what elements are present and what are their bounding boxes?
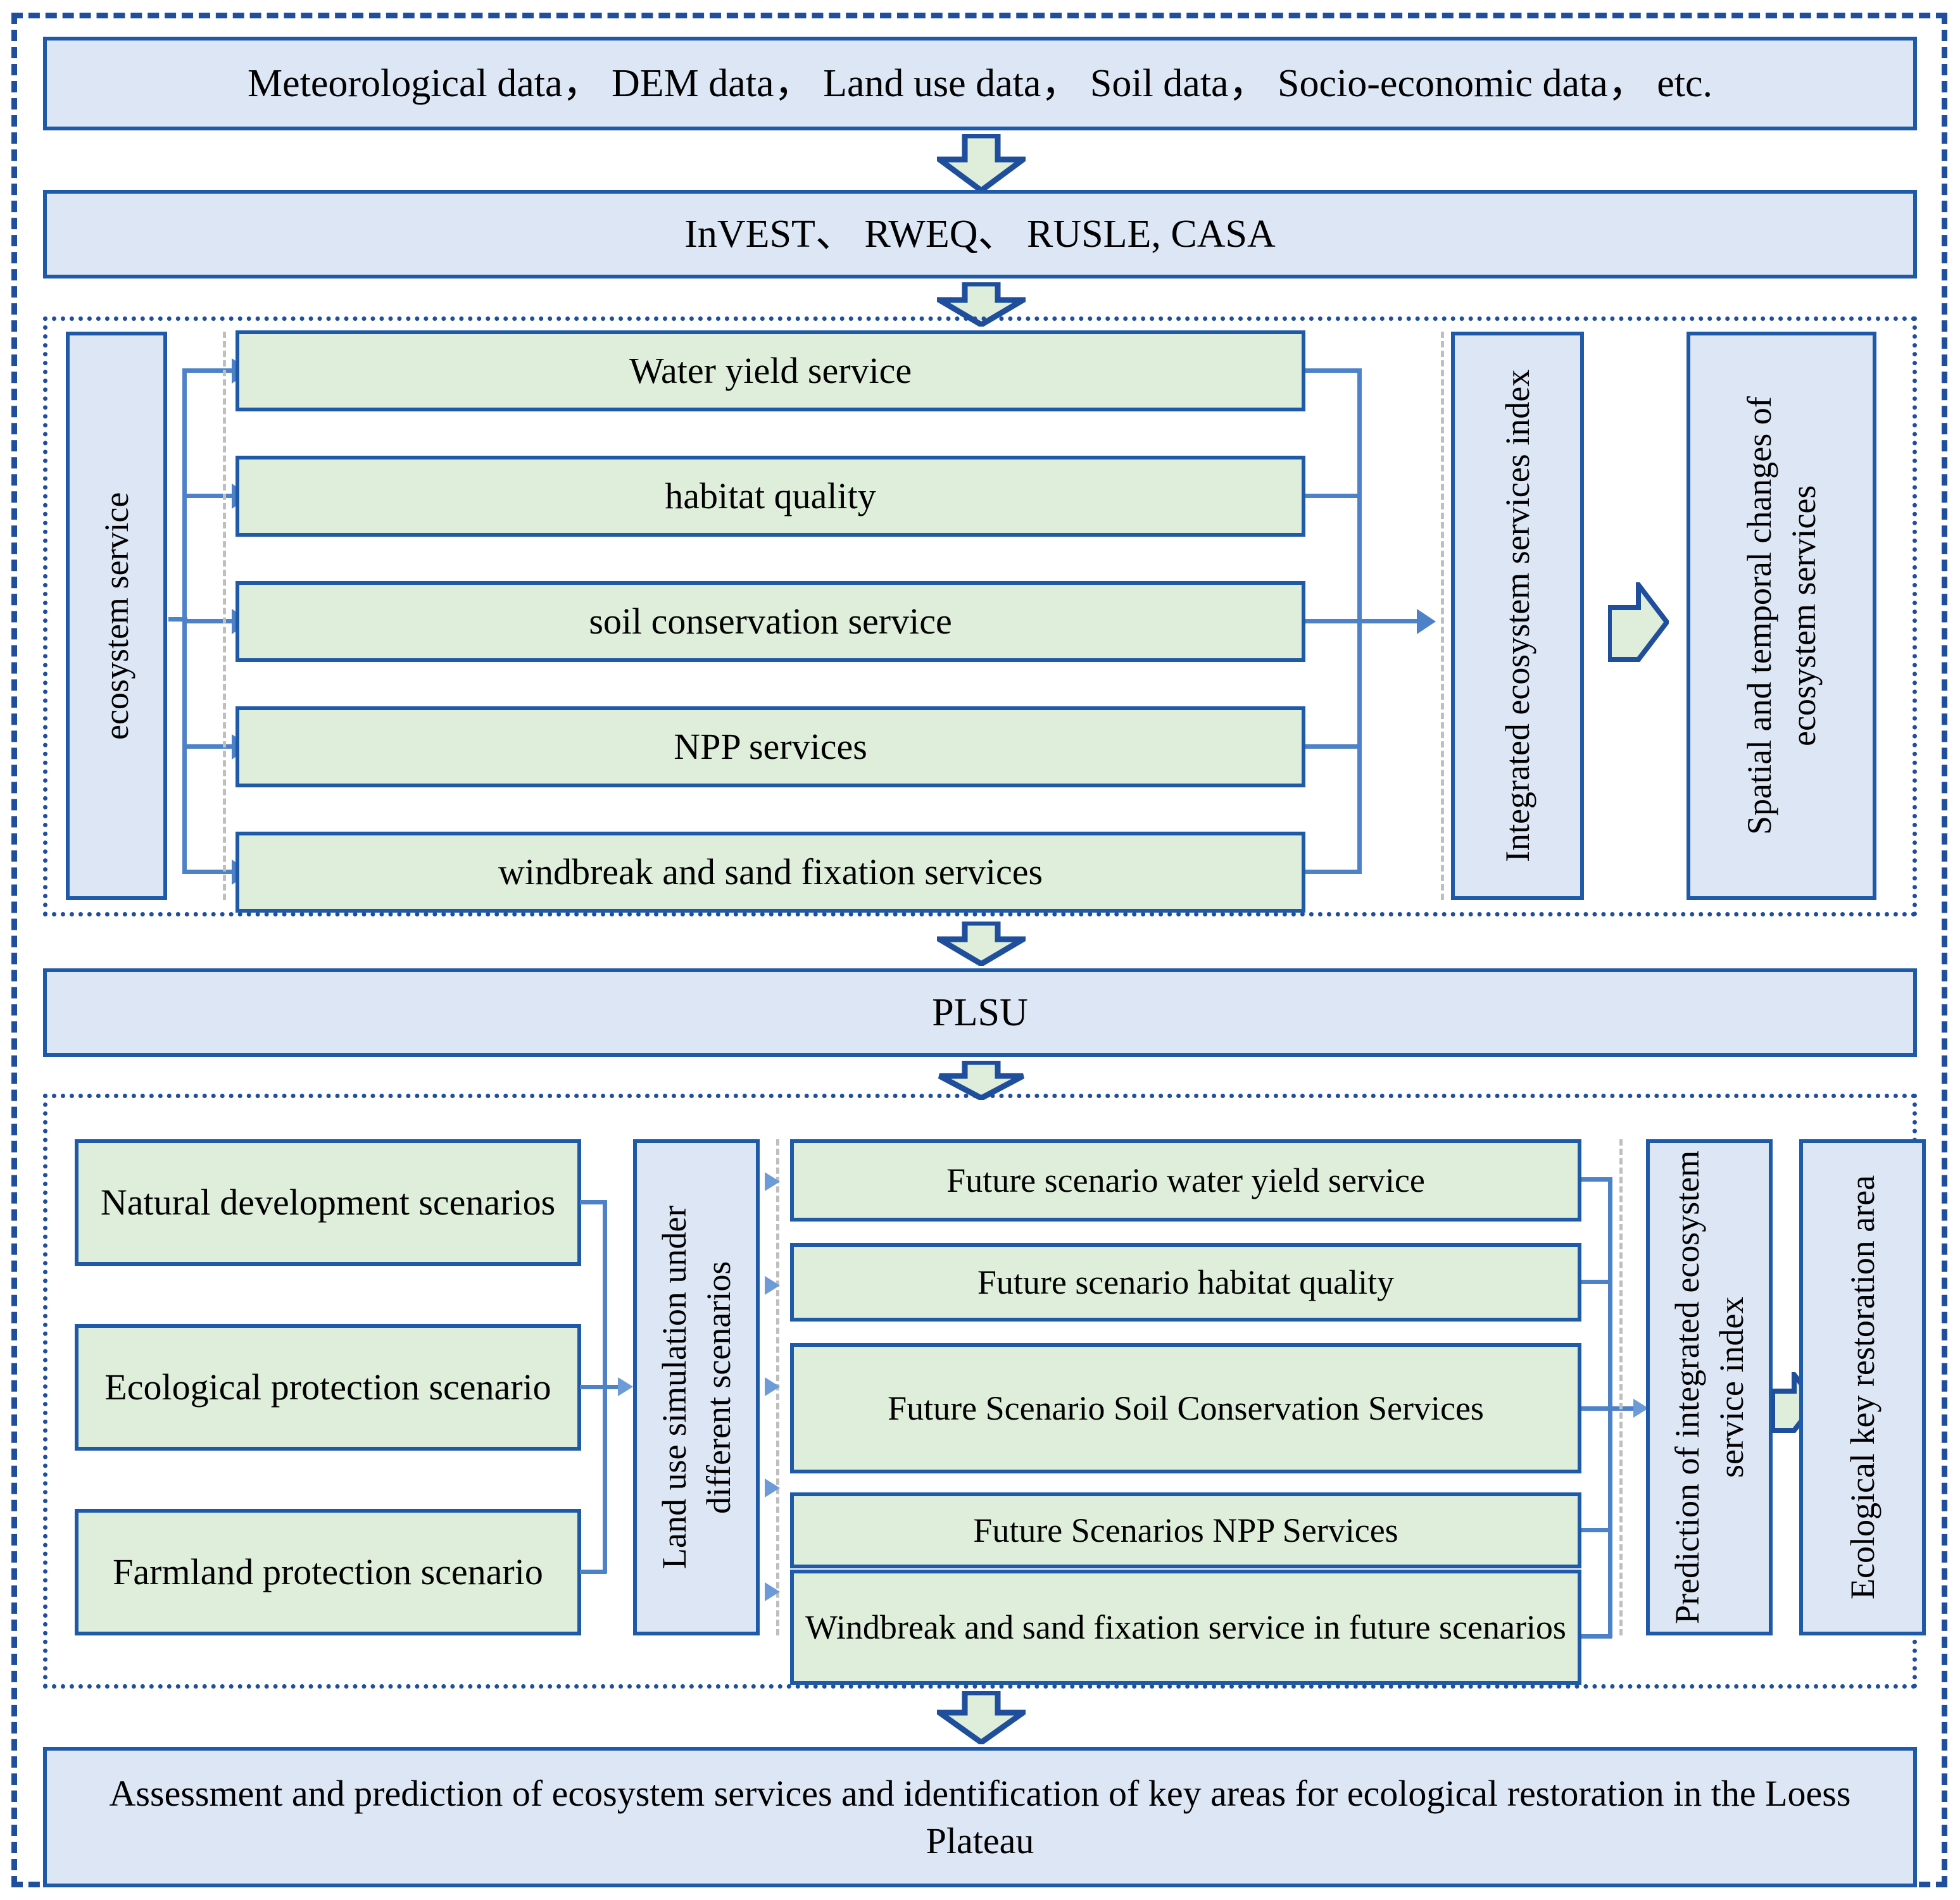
key-restoration-area-box: Ecological key restoration area: [1799, 1139, 1926, 1635]
prediction-index-box: Prediction of integrated ecosystem servi…: [1646, 1139, 1773, 1635]
right-block-arrow-icon: [1608, 582, 1669, 662]
merge-out-line: [1357, 619, 1421, 623]
service-box: habitat quality: [236, 456, 1305, 537]
service-label: soil conservation service: [589, 601, 952, 642]
scenario-line2: scenario: [429, 1366, 551, 1408]
column-divider-right: [1441, 332, 1447, 900]
merge-stub: [1305, 619, 1361, 623]
branch-stub: [182, 494, 234, 498]
right-line-arrow-icon: [1417, 609, 1436, 634]
spatiotemporal-line1: Spatial and temporal: [1740, 552, 1778, 835]
future-merge-stub: [1581, 1634, 1612, 1639]
scenario-line1: Ecological protection: [104, 1366, 420, 1408]
down-block-arrow-icon: [937, 1691, 1026, 1744]
scenario-line1: Farmland protection: [113, 1551, 412, 1593]
right-line-arrow-icon: [618, 1377, 633, 1396]
branch-stub: [182, 744, 234, 749]
spatiotemporal-line3: services: [1785, 485, 1823, 596]
models-text: InVEST、 RWEQ、 RUSLE, CASA: [684, 212, 1276, 256]
column-divider-left: [223, 332, 229, 900]
future-service-box: Future scenario habitat quality: [790, 1243, 1581, 1322]
down-block-arrow-icon: [937, 282, 1026, 327]
conclusion-line1: Assessment and prediction of ecosystem s…: [109, 1772, 1338, 1814]
models-box: InVEST、 RWEQ、 RUSLE, CASA: [43, 190, 1917, 278]
merge-stub: [1305, 870, 1361, 874]
service-label: windbreak and sand fixation services: [498, 851, 1043, 893]
down-block-arrow-icon: [937, 922, 1026, 966]
integrated-index-line2: services index: [1498, 369, 1536, 565]
scenario-merge-stub: [580, 1385, 606, 1389]
conclusion-line2: ecological restoration in the Loess Plat…: [926, 1772, 1851, 1861]
service-box: windbreak and sand fixation services: [236, 832, 1305, 913]
scenario-box: Ecological protection scenario: [75, 1324, 581, 1451]
scenario-line2: scenario: [420, 1551, 543, 1593]
right-line-arrow-icon: [765, 1377, 780, 1396]
scenario-box: Natural development scenarios: [75, 1139, 581, 1266]
ecosystem-service-driver-label: ecosystem service: [97, 492, 135, 740]
branch-stub: [182, 870, 234, 874]
future-service-line1: Future Scenario Soil Conservation: [888, 1389, 1360, 1427]
land-use-simulation-box: Land use simulation under different scen…: [633, 1139, 760, 1635]
prediction-line1: Prediction of integrated: [1668, 1301, 1706, 1625]
branch-stub: [182, 368, 234, 373]
service-label: habitat quality: [665, 475, 876, 517]
future-service-line1: Future scenario habitat quality: [977, 1263, 1395, 1301]
future-service-line2: Services: [1367, 1389, 1484, 1427]
branch-stub: [182, 619, 234, 623]
key-area-line2: restoration area: [1843, 1175, 1881, 1387]
data-sources-box: Meteorological data， DEM data， Land use …: [43, 37, 1917, 130]
down-block-arrow-icon: [937, 134, 1026, 192]
future-merge-stub: [1581, 1177, 1612, 1182]
right-line-arrow-icon: [765, 1172, 780, 1191]
key-area-line1: Ecological key: [1843, 1395, 1881, 1600]
integrated-index-box: Integrated ecosystem services index: [1451, 332, 1584, 900]
future-service-box: Future scenario water yield service: [790, 1139, 1581, 1222]
service-label: NPP services: [674, 726, 867, 768]
scenario-line2: scenarios: [418, 1182, 556, 1223]
simulation-line1: Land use simulation: [655, 1292, 693, 1570]
future-merge-stub: [1581, 1528, 1612, 1532]
plsu-label: PLSU: [932, 991, 1028, 1034]
driver-feed-line: [168, 617, 187, 622]
integrated-index-line1: Integrated ecosystem: [1498, 572, 1536, 863]
service-box: NPP services: [236, 706, 1305, 787]
service-label: Water yield service: [629, 350, 912, 392]
future-merge-out: [1608, 1406, 1638, 1411]
right-line-arrow-icon: [765, 1582, 780, 1601]
scenario-merge-stub: [580, 1200, 606, 1204]
plsu-box: PLSU: [43, 968, 1917, 1057]
down-block-arrow-icon: [937, 1061, 1026, 1100]
future-service-box: Windbreak and sand fixation service in f…: [790, 1570, 1581, 1685]
future-service-box: Future Scenario Soil Conservation Servic…: [790, 1343, 1581, 1473]
future-merge-stub: [1581, 1406, 1612, 1411]
future-service-line1: Windbreak and sand fixation service: [805, 1608, 1305, 1646]
data-sources-text: Meteorological data， DEM data， Land use …: [248, 61, 1712, 105]
scenario-merge-out: [603, 1385, 623, 1389]
merge-stub: [1305, 494, 1361, 498]
current-services-group-frame: [43, 316, 1917, 916]
ecosystem-service-driver-box: ecosystem service: [66, 332, 167, 900]
future-service-line1: Future scenario water yield service: [946, 1161, 1425, 1199]
right-line-arrow-icon: [765, 1478, 780, 1497]
right-line-arrow-icon: [765, 1276, 780, 1295]
future-service-box: Future Scenarios NPP Services: [790, 1492, 1581, 1568]
scenario-line1: Natural development: [100, 1182, 410, 1223]
future-service-line1: Future Scenarios NPP Services: [973, 1511, 1398, 1549]
future-column-divider-right: [1619, 1139, 1626, 1635]
merge-stub: [1305, 368, 1361, 373]
spatiotemporal-change-box: Spatial and temporal changes of ecosyste…: [1687, 332, 1876, 900]
conclusion-box: Assessment and prediction of ecosystem s…: [43, 1747, 1917, 1887]
future-service-line2: in future scenarios: [1314, 1608, 1566, 1646]
scenario-merge-stub: [580, 1570, 606, 1574]
scenario-box: Farmland protection scenario: [75, 1509, 581, 1635]
service-box: Water yield service: [236, 330, 1305, 411]
service-box: soil conservation service: [236, 581, 1305, 662]
future-merge-stub: [1581, 1280, 1612, 1284]
merge-stub: [1305, 744, 1361, 749]
